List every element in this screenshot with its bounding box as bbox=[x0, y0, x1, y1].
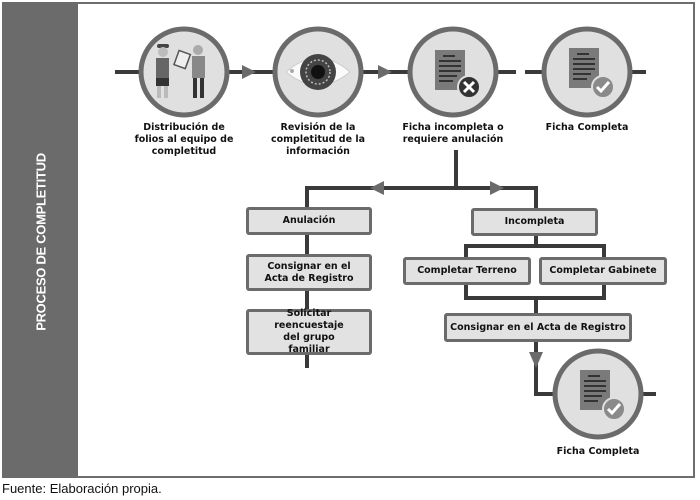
step-circle-3 bbox=[407, 26, 499, 118]
connector-branch-left bbox=[305, 186, 456, 208]
box-anulacion: Anulación bbox=[246, 207, 372, 235]
arrow-right-1 bbox=[242, 65, 256, 79]
box-completar-terreno: Completar Terreno bbox=[403, 257, 531, 285]
step-label-3: Ficha incompleta o requiere anulación bbox=[402, 122, 504, 145]
step-circle-4 bbox=[541, 26, 633, 118]
step-label-1: Distribución de folios al equipo de comp… bbox=[134, 122, 234, 157]
connector-branch-right bbox=[456, 186, 538, 210]
step-circle-2 bbox=[272, 26, 364, 118]
arrow-right-2 bbox=[378, 65, 392, 79]
step-circle-1 bbox=[138, 26, 230, 118]
box-consignar-left: Consignar en el Acta de Registro bbox=[246, 254, 372, 291]
people-handing-clipboard-icon bbox=[156, 44, 205, 98]
box-completar-gabinete: Completar Gabinete bbox=[539, 257, 667, 285]
final-circle bbox=[552, 348, 644, 440]
document-approved-icon bbox=[569, 48, 615, 99]
step-label-2: Revisión de la completitud de la informa… bbox=[271, 122, 365, 157]
document-approved-icon bbox=[580, 370, 626, 421]
eye-icon bbox=[285, 54, 351, 90]
step-label-4: Ficha Completa bbox=[545, 122, 629, 133]
source-caption: Fuente: Elaboración propia. bbox=[2, 481, 162, 496]
box-consignar-right: Consignar en el Acta de Registro bbox=[444, 313, 632, 342]
box-incompleta: Incompleta bbox=[471, 208, 598, 236]
connector-merge bbox=[464, 284, 606, 300]
sidebar: PROCESO DE COMPLETITUD bbox=[2, 2, 78, 478]
connector-split bbox=[464, 244, 606, 259]
box-solicitar: Solicitar reencuestaje del grupo familia… bbox=[246, 308, 372, 355]
final-label: Ficha Completa bbox=[556, 446, 640, 457]
document-rejected-icon bbox=[435, 50, 481, 99]
arrow-right-3 bbox=[490, 181, 504, 195]
arrow-down bbox=[529, 352, 543, 368]
arrow-left bbox=[370, 181, 384, 195]
